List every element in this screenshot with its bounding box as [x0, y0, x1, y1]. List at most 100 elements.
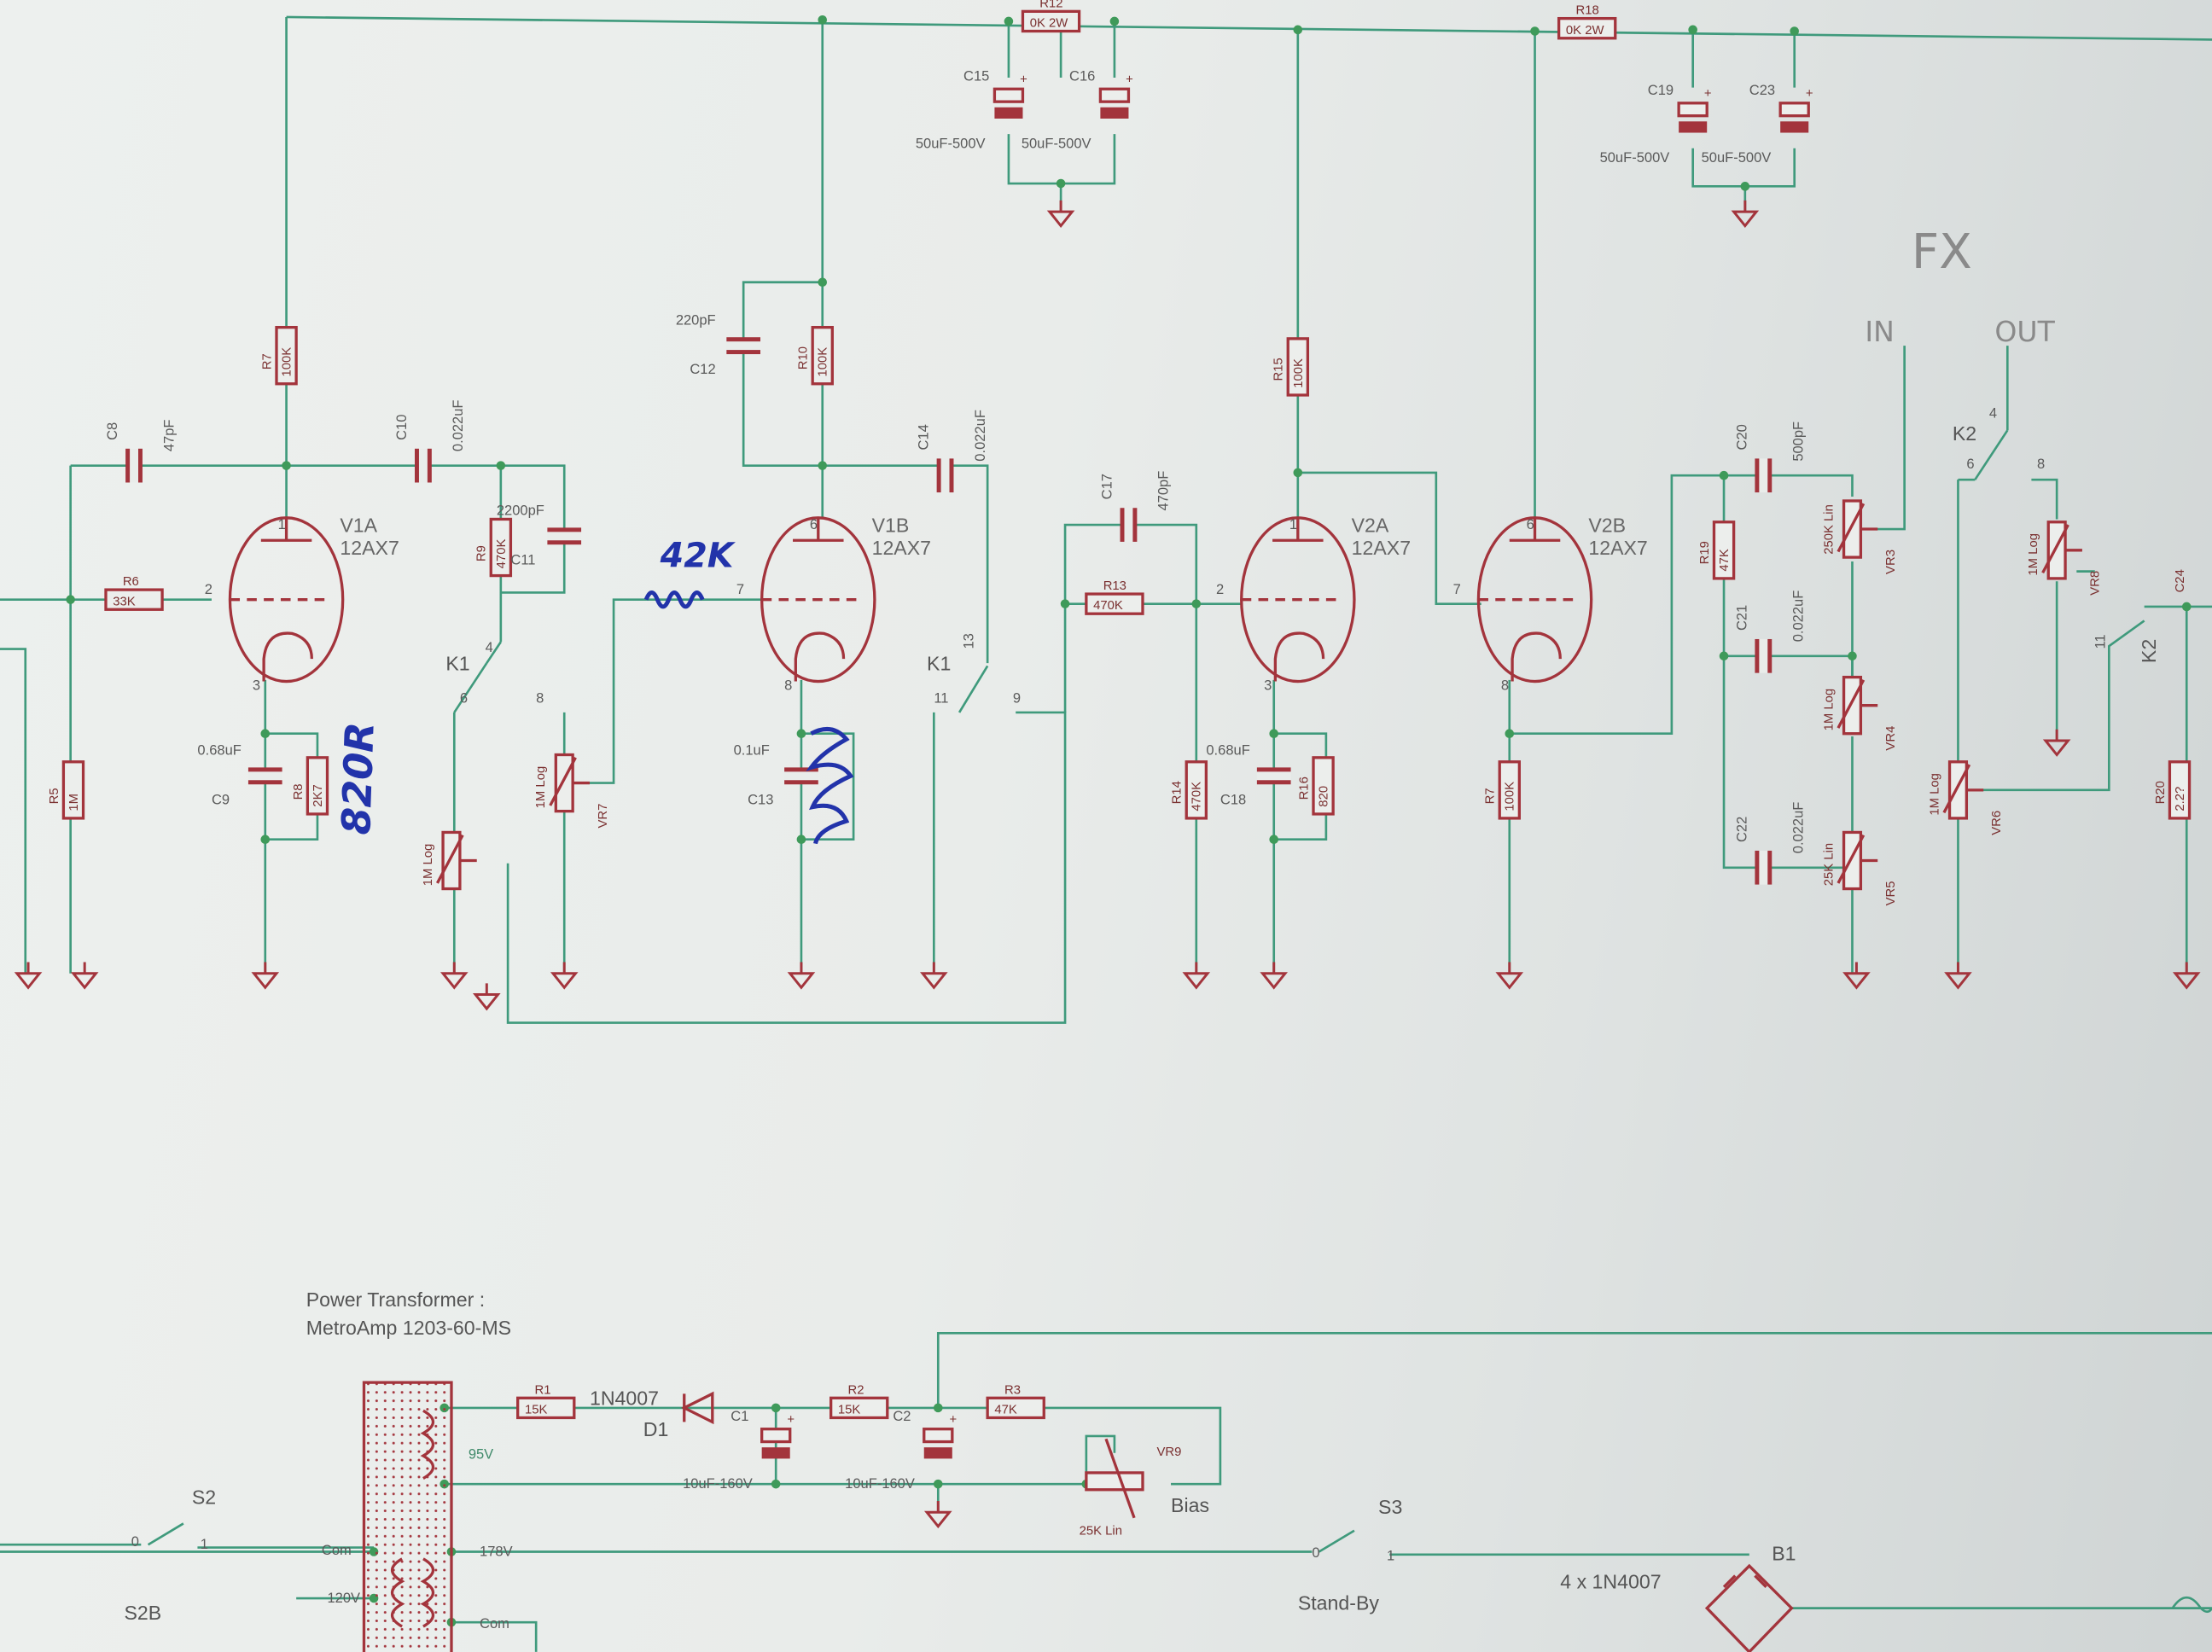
resistor-body — [1312, 756, 1335, 816]
tube-plate — [1509, 517, 1561, 542]
resistor-value: 100K — [1292, 358, 1306, 388]
ground-symbol — [1046, 200, 1075, 229]
capacitor-value: 50uF-500V — [916, 136, 986, 152]
pot-body — [1842, 830, 1863, 891]
capacitor-value: 220pF — [676, 311, 716, 328]
cap-gap — [1256, 770, 1291, 782]
polarity-mark: + — [787, 1413, 795, 1427]
tap-com-2: Com — [480, 1615, 509, 1632]
cap-plate — [1256, 767, 1291, 772]
ground-symbol — [1731, 200, 1760, 229]
cap-plate — [247, 767, 282, 772]
tube-pin-plate: 1 — [278, 516, 286, 532]
resistor-value: 820 — [1318, 786, 1331, 807]
wire — [1007, 20, 1116, 212]
wire — [451, 1620, 538, 1652]
tube-pin-cathode: 8 — [1501, 677, 1509, 693]
polarity-mark: + — [950, 1413, 958, 1427]
resistor-value: 470K — [1190, 782, 1204, 811]
capacitor-ref: C19 — [1648, 82, 1674, 98]
k1a-pin-4: 4 — [486, 639, 493, 655]
s3-pin-0: 0 — [1312, 1544, 1319, 1561]
cap-gap — [1757, 458, 1769, 493]
wire — [453, 662, 488, 713]
resistor-value: 0K 2W — [1566, 24, 1604, 38]
capacitor-value: 0.68uF — [1206, 742, 1249, 759]
resistor-value: 470K — [495, 539, 509, 569]
resistor-body — [61, 760, 85, 820]
ground-symbol — [1944, 962, 1972, 990]
transformer-winding-primary — [390, 1557, 435, 1628]
ground-symbol — [1260, 962, 1289, 990]
handwritten-820r: 820R — [333, 721, 383, 835]
k1b-pin-13: 13 — [961, 633, 977, 649]
resistor-value: 15K — [838, 1404, 861, 1417]
junction-dot — [1293, 25, 1303, 35]
junction-dot — [1688, 25, 1697, 35]
capacitor-ref: C23 — [1749, 82, 1775, 98]
pot-body — [441, 830, 462, 891]
junction-dot — [1004, 16, 1014, 26]
pot-ref: VR7 — [597, 804, 610, 829]
s2-pin-1: 1 — [201, 1536, 208, 1552]
capacitor-value: 50uF-500V — [1702, 149, 1772, 166]
ground-symbol — [550, 962, 579, 990]
wire — [0, 648, 27, 974]
wires — [0, 15, 2212, 1652]
tube-cathode — [794, 631, 846, 682]
capacitor-value: 47pF — [160, 419, 177, 451]
tube-ref: V1B — [872, 514, 910, 536]
resistor-body — [1286, 337, 1310, 397]
capacitor-value: 10uF-160V — [845, 1475, 915, 1492]
capacitor-value: 0.68uF — [197, 742, 241, 759]
resistor-body — [1021, 9, 1081, 33]
pot-value: 250K Lin — [1822, 504, 1836, 555]
junction-dot — [66, 595, 75, 604]
s2-pin-0: 0 — [131, 1533, 139, 1550]
pot-value: 1M Log — [534, 766, 548, 809]
handwritten-fx: FX — [1912, 224, 1972, 280]
handwritten-in: IN — [1865, 315, 1894, 348]
power-transformer-label: Power Transformer : — [306, 1288, 485, 1311]
polarity-mark: + — [1704, 87, 1712, 101]
capacitor-ref: C8 — [104, 422, 120, 440]
bridge-ref: B1 — [1772, 1542, 1796, 1564]
wire — [506, 711, 1067, 1024]
tube-pin-plate: 6 — [810, 516, 818, 532]
tube-type: 12AX7 — [340, 537, 399, 559]
cap-plate — [1755, 850, 1760, 885]
ground-symbol — [2172, 962, 2201, 990]
resistor-value: 47K — [994, 1404, 1017, 1417]
tube-pin-cathode: 3 — [1264, 677, 1272, 693]
diode-d1 — [681, 1391, 714, 1425]
cap-plate — [936, 458, 941, 493]
resistor-r20: 2.2?R20 — [2154, 760, 2192, 820]
cap-plate-neg — [761, 1447, 790, 1459]
capacitor-ref: C18 — [1220, 791, 1246, 807]
cap-plate — [1755, 458, 1760, 493]
junction-dot — [1505, 729, 1515, 739]
junction-dot — [260, 729, 271, 739]
cap-plate-pos — [923, 1428, 954, 1444]
cap-plate-pos — [1677, 102, 1708, 118]
junction-dot — [1109, 16, 1120, 26]
pot-value: 1M Log — [1928, 773, 1941, 816]
pot-body — [1842, 499, 1863, 559]
junction-dot — [1293, 468, 1303, 478]
standby-label: Stand-By — [1298, 1591, 1380, 1614]
tube-cathode — [262, 631, 313, 682]
resistor-value: 2.2? — [2174, 787, 2187, 811]
resistor-ref: R1 — [535, 1383, 551, 1397]
